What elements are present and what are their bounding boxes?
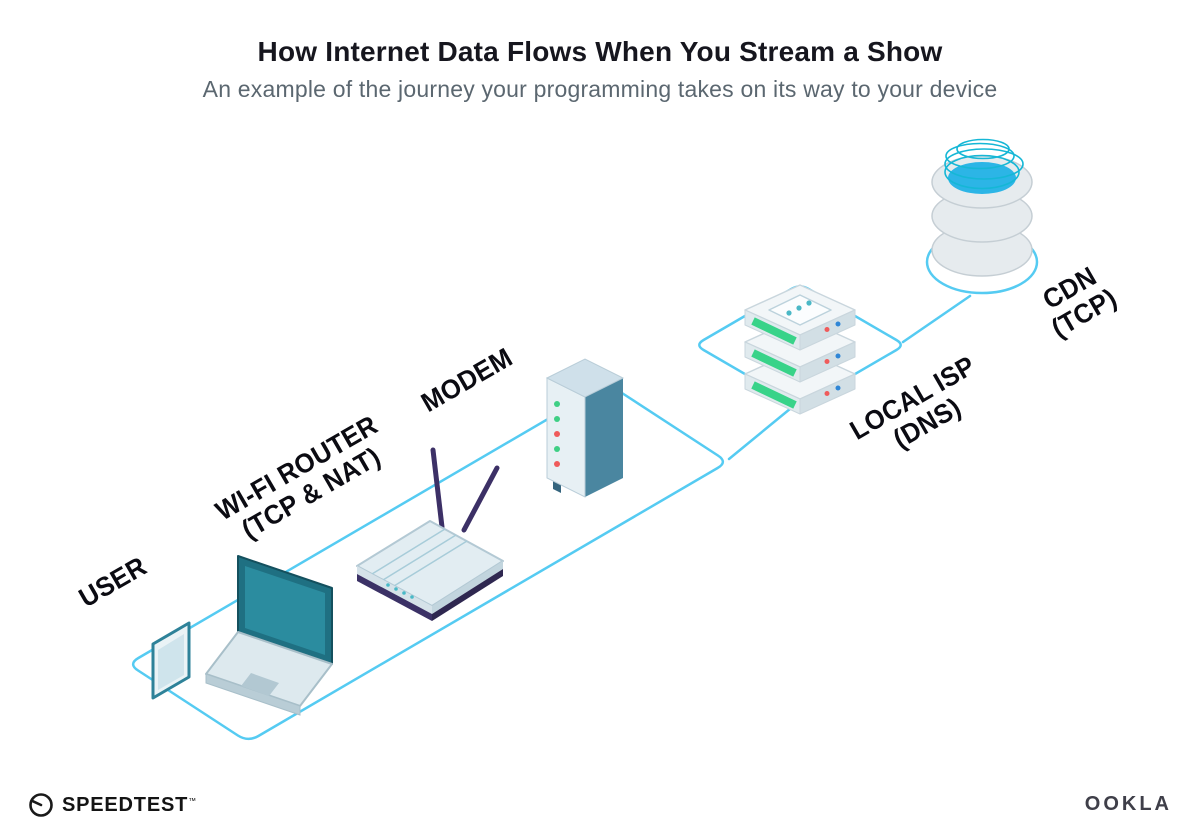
page-title: How Internet Data Flows When You Stream … [257,36,943,67]
speedtest-wordmark: SPEEDTEST™ [62,794,197,817]
laptop-icon [205,555,333,716]
cdn-database-icon [931,138,1033,277]
ookla-wordmark: OOKLA [1084,793,1172,815]
phone-icon [151,621,191,700]
router-icon [356,447,504,621]
speedtest-trademark: ™ [188,795,197,805]
header: How Internet Data Flows When You Stream … [0,36,1200,103]
modem-icon [545,358,625,498]
speedtest-logo: SPEEDTEST™ [28,792,197,818]
connector-line-2 [901,294,972,344]
connector-line-1 [727,402,798,461]
footer: SPEEDTEST™ OOKLA [0,786,1200,818]
page-subtitle: An example of the journey your programmi… [202,76,998,102]
speedtest-wordmark-text: SPEEDTEST [62,793,189,816]
server-stack-icon [744,284,856,415]
speedtest-gauge-icon [29,793,53,817]
